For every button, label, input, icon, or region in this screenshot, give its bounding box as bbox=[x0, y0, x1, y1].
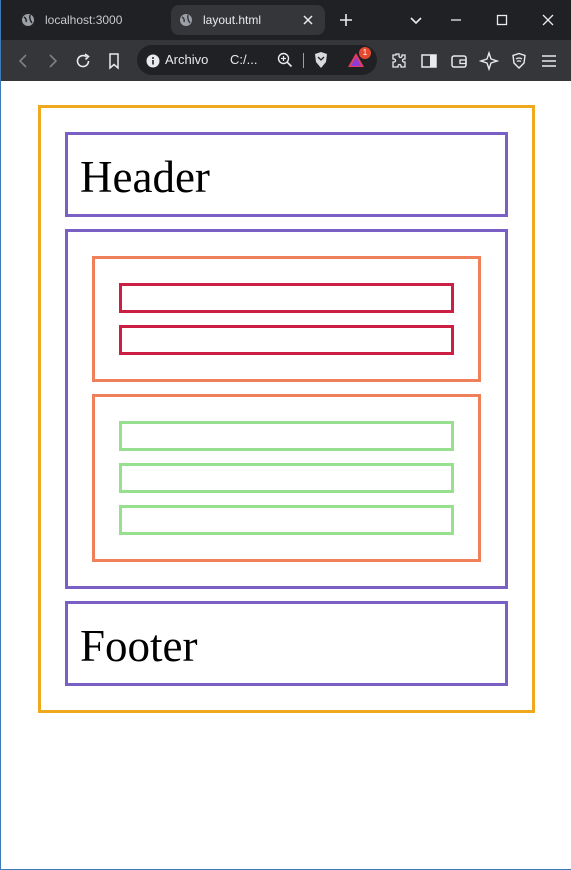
maximize-icon[interactable] bbox=[493, 11, 511, 29]
tab-localhost[interactable]: localhost:3000 bbox=[13, 5, 163, 35]
info-icon[interactable] bbox=[146, 53, 160, 68]
list-item bbox=[119, 325, 454, 355]
sidebar-icon[interactable] bbox=[419, 51, 439, 71]
url-text[interactable]: C:/... bbox=[230, 52, 258, 67]
extension-badge: 1 bbox=[359, 47, 371, 59]
main-section bbox=[65, 229, 508, 589]
globe-icon bbox=[179, 13, 193, 27]
menu-icon[interactable] bbox=[539, 51, 559, 71]
close-icon[interactable] bbox=[539, 11, 557, 29]
bookmark-icon[interactable] bbox=[104, 51, 124, 71]
list-item bbox=[119, 505, 454, 535]
page-content: Header Footer bbox=[1, 81, 571, 869]
brave-rewards-icon[interactable] bbox=[347, 52, 365, 68]
header-text: Header bbox=[80, 152, 210, 202]
toolbar: Archivo C:/... 1 bbox=[1, 40, 571, 81]
group-box-2 bbox=[92, 394, 481, 562]
back-icon[interactable] bbox=[13, 51, 33, 71]
zoom-icon[interactable] bbox=[277, 52, 293, 68]
layout-container: Header Footer bbox=[38, 105, 535, 713]
tab-title: layout.html bbox=[203, 13, 262, 27]
security-label[interactable]: Archivo bbox=[165, 52, 209, 67]
chevron-down-icon[interactable] bbox=[407, 11, 425, 29]
list-item bbox=[119, 421, 454, 451]
header-box: Header bbox=[65, 132, 508, 217]
tab-layout[interactable]: layout.html bbox=[171, 5, 325, 35]
omnibox[interactable]: Archivo C:/... bbox=[137, 45, 377, 75]
footer-text: Footer bbox=[80, 621, 198, 671]
vpn-icon[interactable] bbox=[509, 51, 529, 71]
wallet-icon[interactable] bbox=[449, 51, 469, 71]
brave-shield-icon[interactable] bbox=[313, 51, 329, 69]
tab-title: localhost:3000 bbox=[45, 13, 123, 27]
leo-ai-icon[interactable] bbox=[478, 50, 500, 72]
minimize-icon[interactable] bbox=[447, 11, 465, 29]
globe-icon bbox=[21, 13, 35, 27]
close-icon[interactable] bbox=[301, 13, 315, 27]
plus-icon[interactable] bbox=[337, 11, 355, 29]
list-item bbox=[119, 463, 454, 493]
reload-icon[interactable] bbox=[73, 51, 93, 71]
tab-strip: localhost:3000 layout.html bbox=[1, 0, 571, 40]
group-box-1 bbox=[92, 256, 481, 382]
footer-box: Footer bbox=[65, 601, 508, 686]
forward-icon[interactable] bbox=[43, 51, 63, 71]
list-item bbox=[119, 283, 454, 313]
extensions-icon[interactable] bbox=[389, 51, 409, 71]
omnibox-divider bbox=[303, 53, 304, 68]
